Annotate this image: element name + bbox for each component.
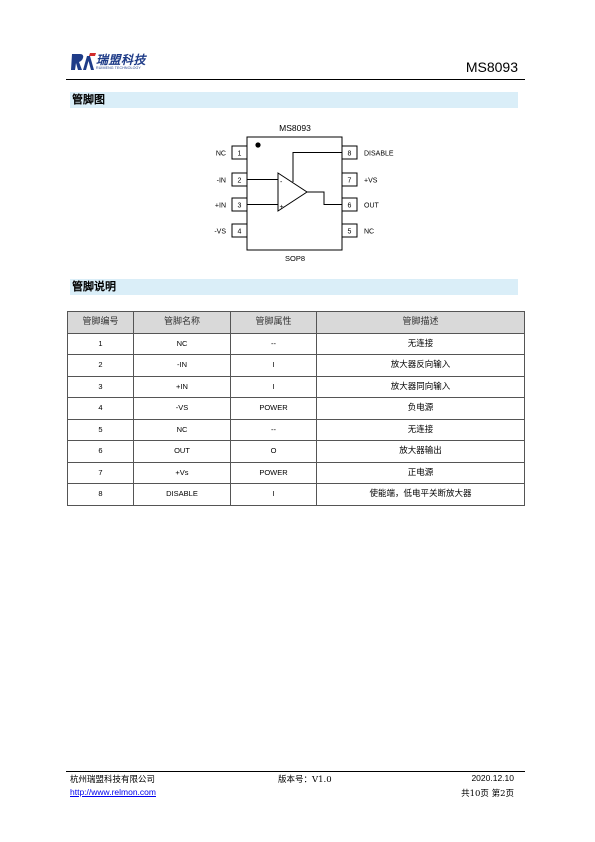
footer-version: 版本号：V1.0: [278, 775, 332, 785]
cell-number: 1: [67, 332, 134, 355]
pin-label-3: +IN: [215, 203, 226, 210]
pin-box-7: [341, 172, 358, 187]
pin-label-5: NC: [364, 229, 374, 236]
section-bar-pin-description: 管脚说明: [70, 279, 518, 295]
cell-number: 7: [67, 461, 134, 484]
cell-name: OUT: [133, 440, 231, 463]
pin-number-4: 4: [238, 229, 242, 236]
cell-description: 正电源: [316, 461, 525, 484]
section-title-pin-diagram: 管脚图: [72, 93, 105, 106]
cell-description: 放大器反向输入: [316, 354, 525, 377]
pin-number-8: 8: [348, 151, 352, 158]
package-name: SOP8: [285, 254, 305, 263]
cell-attribute: O: [230, 440, 317, 463]
wire-out: [307, 191, 342, 205]
pin-number-2: 2: [238, 178, 242, 185]
pin-box-4: [231, 223, 248, 238]
header-divider: [66, 79, 525, 80]
footer-company: 杭州瑞盟科技有限公司: [70, 775, 156, 785]
pin-number-1: 1: [238, 151, 242, 158]
cell-name: +IN: [133, 375, 231, 398]
cell-name: +Vs: [133, 461, 231, 484]
pin-number-7: 7: [348, 178, 352, 185]
footer-date: 2020.12.10: [471, 773, 514, 783]
company-logo-mark: [70, 52, 150, 76]
footer-divider: [66, 771, 525, 772]
cell-number: 4: [67, 397, 134, 420]
logo-english-text: RUIMENG TECHNOLOGY: [96, 66, 141, 70]
section-title-pin-description: 管脚说明: [72, 280, 116, 293]
wire-disable: [292, 152, 342, 182]
table-row: 1 NC -- 无连接: [67, 332, 525, 355]
opamp-minus-sign: -: [280, 179, 283, 186]
pin8-number-layer: 8: [348, 151, 352, 158]
chip-body: [246, 136, 343, 251]
pin-label-1: NC: [216, 151, 226, 158]
logo-chinese-text: 瑞盟科技: [96, 53, 147, 67]
cell-number: 3: [67, 375, 134, 398]
section-bar-pin-diagram: 管脚图: [70, 92, 518, 108]
cell-attribute: I: [230, 483, 317, 506]
pin-description-table: 管脚编号 管脚名称 管脚属性 管脚描述 1 NC -- 无连接 2 -IN I …: [67, 311, 525, 506]
cell-name: -IN: [133, 354, 231, 377]
table-row: 8 DISABLE I 使能端，低电平关断放大器: [67, 483, 525, 506]
cell-attribute: I: [230, 354, 317, 377]
cell-description: 无连接: [316, 332, 525, 355]
cell-name: NC: [133, 418, 231, 441]
cell-attribute: I: [230, 375, 317, 398]
cell-name: DISABLE: [133, 483, 231, 506]
pin-number-6: 6: [348, 203, 352, 210]
cell-number: 8: [67, 483, 134, 506]
footer-page-number: 共10页 第2页: [461, 789, 514, 799]
table-row: 3 +IN I 放大器同向输入: [67, 375, 525, 398]
pin-label-2: -IN: [217, 178, 226, 185]
opamp-symbol: [277, 172, 308, 212]
model-number: MS8093: [465, 59, 518, 75]
cell-attribute: --: [230, 418, 317, 441]
cell-attribute: POWER: [230, 461, 317, 484]
table-row: 5 NC -- 无连接: [67, 418, 525, 441]
footer-website-link[interactable]: http://www.relmon.com: [70, 787, 156, 797]
table-row: 2 -IN I 放大器反向输入: [67, 354, 525, 377]
pin-label-6: OUT: [364, 203, 380, 210]
header-pin-number: 管脚编号: [67, 311, 134, 334]
header-pin-name: 管脚名称: [133, 311, 231, 334]
table-row: 6 OUT O 放大器输出: [67, 440, 525, 463]
cell-description: 放大器输出: [316, 440, 525, 463]
header-pin-attribute: 管脚属性: [230, 311, 317, 334]
chip-name: MS8093: [279, 123, 311, 133]
cell-name: NC: [133, 332, 231, 355]
cell-attribute: --: [230, 332, 317, 355]
pin-label-7: +VS: [364, 178, 378, 185]
pin-label-8: DISABLE: [364, 151, 394, 158]
opamp-plus-sign: +: [280, 204, 284, 211]
table-row: 7 +Vs POWER 正电源: [67, 461, 525, 484]
cell-description: 放大器同向输入: [316, 375, 525, 398]
pin1-marker: [255, 142, 261, 148]
pin-number-3: 3: [238, 203, 242, 210]
cell-description: 负电源: [316, 397, 525, 420]
table-row: 4 -VS POWER 负电源: [67, 397, 525, 420]
cell-number: 6: [67, 440, 134, 463]
pin-box-1: [231, 145, 248, 160]
pin-diagram: MS8093 1 2 3 4 NC -IN +IN -VS 7 6 5 DISA…: [214, 123, 394, 263]
pin-number-5: 5: [348, 229, 352, 236]
cell-description: 使能端，低电平关断放大器: [316, 483, 525, 506]
cell-number: 2: [67, 354, 134, 377]
header-pin-description: 管脚描述: [316, 311, 525, 334]
pin-label-4: -VS: [214, 229, 226, 236]
table-header-row: 管脚编号 管脚名称 管脚属性 管脚描述: [67, 311, 525, 334]
cell-attribute: POWER: [230, 397, 317, 420]
cell-description: 无连接: [316, 418, 525, 441]
cell-name: -VS: [133, 397, 231, 420]
cell-number: 5: [67, 418, 134, 441]
pin-box-5: [341, 223, 358, 238]
